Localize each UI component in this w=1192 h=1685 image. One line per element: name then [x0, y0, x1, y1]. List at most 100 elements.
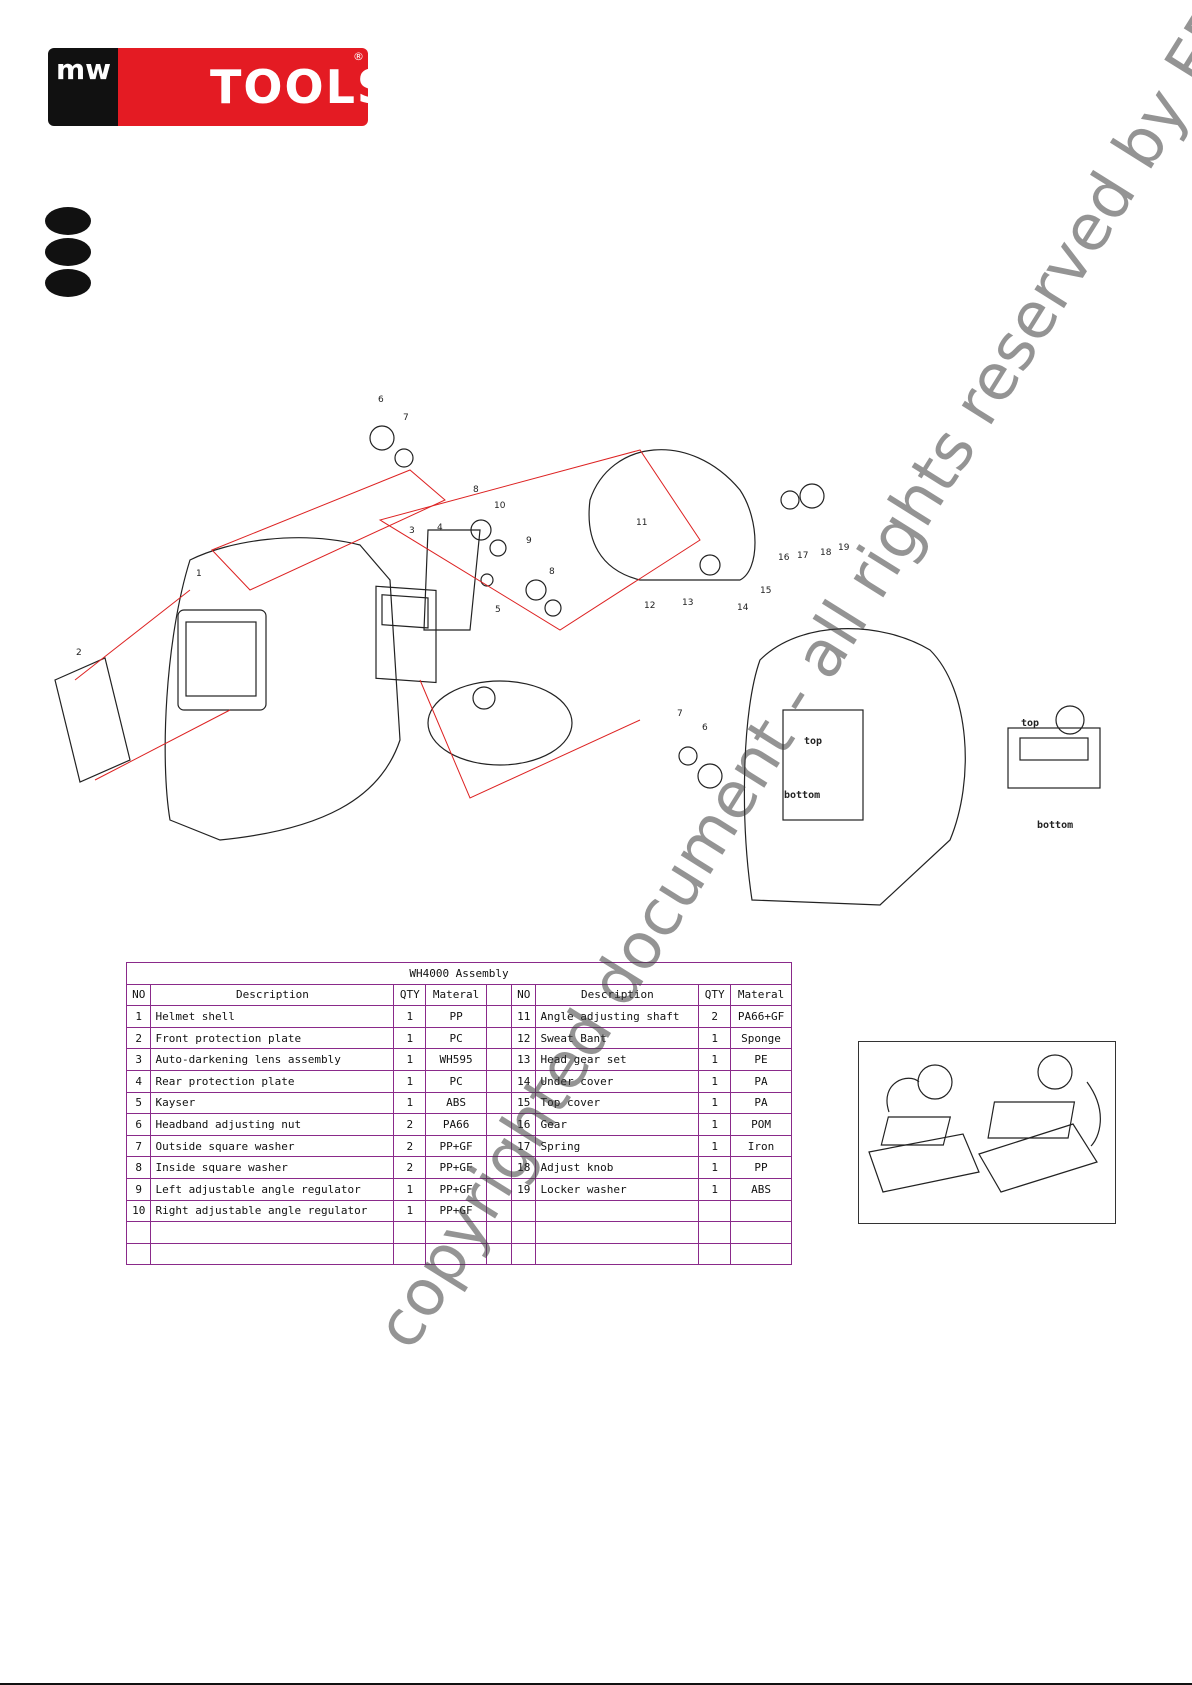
logo-wordmark: TOOLS [210, 60, 393, 114]
header-no-left: NO [125, 983, 152, 1007]
part-material [730, 1199, 792, 1223]
label-top: top [804, 736, 822, 747]
part-description [535, 1242, 700, 1266]
part-no: 19 [511, 1177, 537, 1201]
nut-washer-drawings [369, 425, 723, 789]
svg-text:7: 7 [403, 413, 409, 423]
headgear-drawing [588, 449, 825, 581]
header-description-right: Description [535, 983, 700, 1007]
part-material: PA [730, 1069, 792, 1093]
part-qty: 1 [698, 1177, 732, 1201]
part-qty: 1 [393, 1026, 427, 1050]
part-qty: 1 [393, 1199, 427, 1223]
part-material: ABS [425, 1091, 488, 1115]
table-gap [486, 1005, 513, 1028]
svg-text:2: 2 [76, 648, 82, 658]
part-qty: 1 [698, 1091, 732, 1115]
svg-text:13: 13 [682, 598, 693, 608]
svg-text:17: 17 [797, 551, 808, 561]
brand-logo: mw TOOLS ® [48, 48, 390, 126]
header-no-right: NO [511, 983, 537, 1007]
product-photo-box [858, 1041, 1116, 1224]
part-no: 8 [125, 1156, 152, 1179]
part-qty: 1 [698, 1134, 732, 1158]
table-gap [486, 1026, 513, 1050]
svg-text:6: 6 [702, 723, 708, 733]
part-description: Headband adjusting nut [150, 1113, 395, 1136]
svg-text:7: 7 [677, 709, 683, 719]
part-qty [698, 1242, 732, 1266]
part-material: PC [425, 1069, 488, 1093]
part-no: 6 [125, 1113, 152, 1136]
logo-mark-text: mw [56, 53, 112, 86]
part-description: Head gear set [535, 1048, 700, 1071]
assembled-helmet-view [743, 628, 966, 906]
part-description: Locker washer [535, 1177, 700, 1201]
part-qty: 2 [393, 1113, 427, 1136]
svg-text:8: 8 [549, 567, 555, 577]
svg-text:9: 9 [526, 536, 532, 546]
bullet-dot-2 [45, 238, 91, 266]
part-no: 12 [511, 1026, 537, 1050]
part-material: ABS [730, 1177, 792, 1201]
table-row [125, 1242, 792, 1266]
kayser-drawing [427, 680, 573, 766]
part-description: Rear protection plate [150, 1069, 395, 1093]
part-qty [698, 1221, 732, 1244]
table-gap [486, 983, 513, 1007]
part-material [730, 1242, 792, 1266]
part-qty: 1 [393, 1069, 427, 1093]
svg-text:15: 15 [760, 586, 771, 596]
part-material: PP [730, 1156, 792, 1179]
part-material: Sponge [730, 1026, 792, 1050]
part-description [150, 1221, 395, 1244]
registered-mark: ® [353, 50, 364, 63]
part-description: Angle adjusting shaft [535, 1005, 700, 1028]
part-description: Top cover [535, 1091, 700, 1115]
part-qty: 1 [698, 1156, 732, 1179]
label-bottom-2: bottom [1037, 820, 1073, 831]
part-qty: 1 [698, 1048, 732, 1071]
part-material: PP [425, 1005, 488, 1028]
header-qty-right: QTY [698, 983, 732, 1007]
svg-text:8: 8 [473, 485, 479, 495]
svg-text:5: 5 [495, 605, 501, 615]
part-description [535, 1199, 700, 1223]
bullet-dot-1 [45, 207, 91, 235]
table-title-row: WH4000 Assembly [126, 962, 792, 985]
part-no: 11 [511, 1005, 537, 1028]
lens-assembly-drawing [375, 529, 481, 684]
page-bottom-rule [0, 1683, 1192, 1685]
part-description: Adjust knob [535, 1156, 700, 1179]
part-qty [698, 1199, 732, 1223]
part-no: 5 [125, 1091, 152, 1115]
part-material: POM [730, 1113, 792, 1136]
part-description: Inside square washer [150, 1156, 395, 1179]
part-description: Left adjustable angle regulator [150, 1177, 395, 1201]
header-description-left: Description [150, 983, 395, 1007]
part-material: PA [730, 1091, 792, 1115]
svg-text:1: 1 [196, 569, 202, 579]
helmet-shell-drawing [164, 537, 401, 841]
part-description: Helmet shell [150, 1005, 395, 1028]
part-description: Spring [535, 1134, 700, 1158]
part-description: Sweat Bant [535, 1026, 700, 1050]
part-qty: 1 [698, 1069, 732, 1093]
svg-text:12: 12 [644, 601, 655, 611]
table-gap [486, 1048, 513, 1071]
part-description: Right adjustable angle regulator [150, 1199, 395, 1223]
part-no: 3 [125, 1048, 152, 1071]
part-no: 1 [125, 1005, 152, 1028]
header-material-left: Materal [425, 983, 488, 1007]
part-material: PC [425, 1026, 488, 1050]
logo-wordmark-block: TOOLS ® [118, 48, 390, 126]
part-material: PA66+GF [730, 1005, 792, 1028]
svg-text:19: 19 [838, 543, 850, 553]
